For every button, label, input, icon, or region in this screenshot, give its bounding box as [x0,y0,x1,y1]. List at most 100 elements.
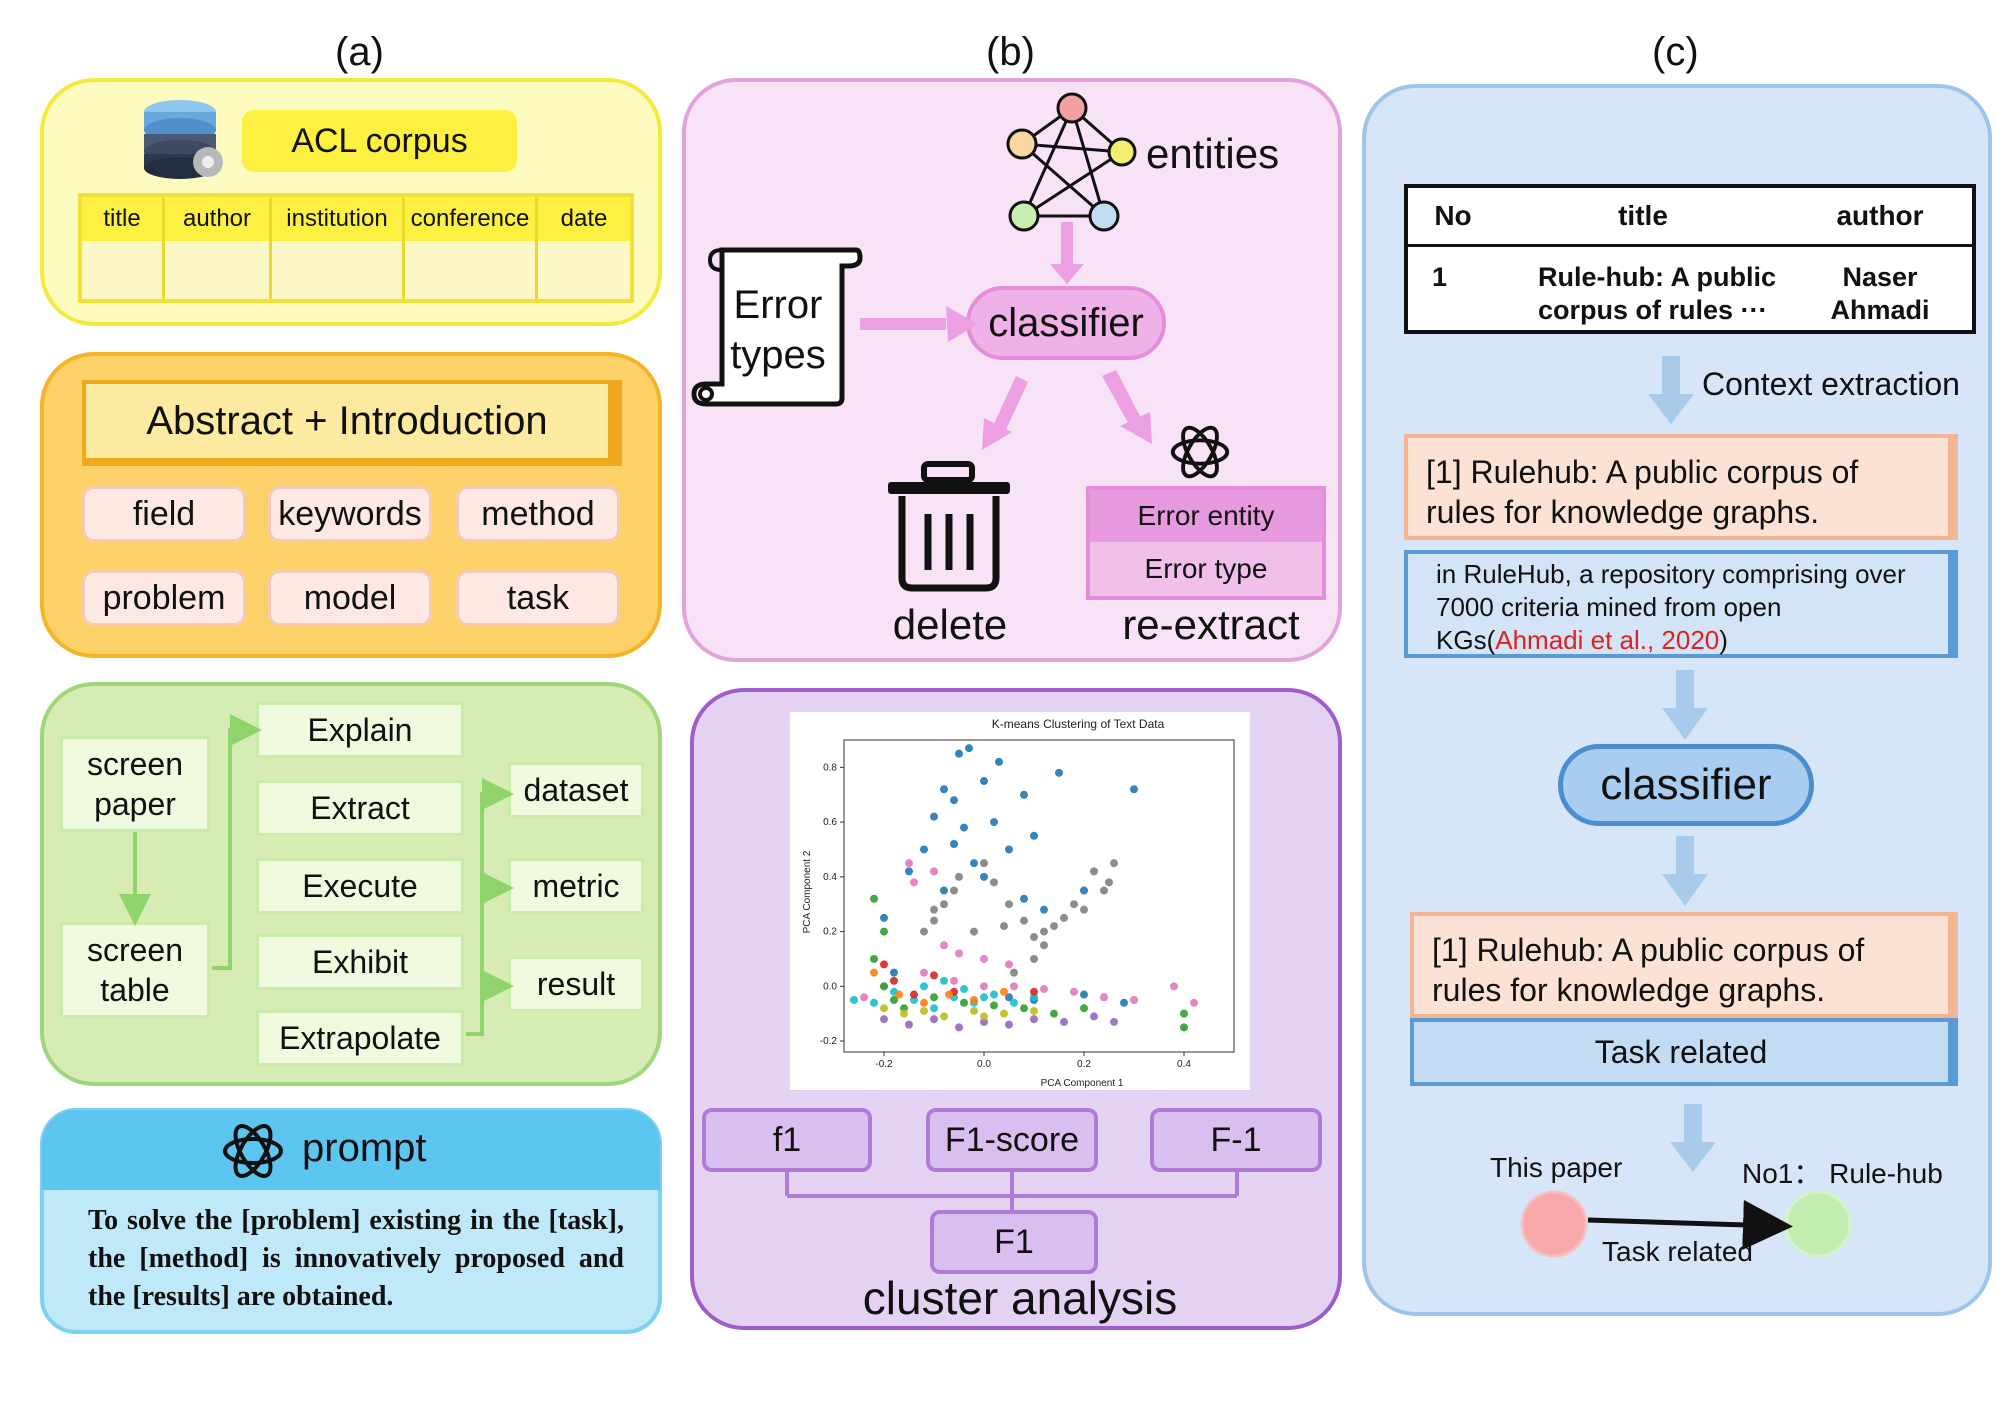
scatter-point-cluster-6 [970,1006,978,1015]
scatter-point-cluster-2 [1040,985,1048,994]
classifier-flow-arrows [860,222,1152,450]
scatter-point-cluster-4 [850,996,858,1004]
scatter-point-cluster-1 [1110,859,1118,868]
scatter-point-cluster-0 [955,749,963,758]
openai-logo-icon [223,1124,283,1178]
scatter-point-cluster-1 [1005,900,1013,909]
scatter-point-cluster-4 [1010,998,1018,1007]
error-types-scroll [691,247,863,407]
chip-task: task [456,570,620,626]
scatter-point-cluster-5 [880,1015,888,1024]
corpus-header-row: title author institution conference date [82,197,630,241]
scatter-point-cluster-4 [910,996,918,1004]
panel-c-label: (c) [1652,30,1699,74]
scatter-point-cluster-0 [1020,790,1028,799]
scatter-point-cluster-7 [910,990,918,999]
scatter-point-cluster-5 [1060,1017,1068,1026]
scatter-point-cluster-4 [960,985,968,994]
scatter-point-cluster-8 [895,990,903,999]
scatter-point-cluster-0 [965,744,973,753]
scatter-point-cluster-3 [1080,1004,1088,1013]
scatter-point-cluster-2 [930,867,938,876]
chip-model: model [268,570,432,626]
corpus-col-author: author [165,197,272,241]
scatter-point-cluster-1 [1070,900,1078,909]
scatter-point-cluster-4 [940,976,948,985]
scatter-point-cluster-3 [960,998,968,1007]
chip-keywords: keywords [268,486,432,542]
scatter-point-cluster-0 [1130,785,1138,794]
prompt-header [42,1110,660,1190]
panel-a-label: (a) [335,30,384,74]
scatter-point-cluster-4 [980,993,988,1002]
scatter-point-cluster-3 [880,927,888,936]
cell-author: Naser Ahmadi [1830,262,1930,325]
metric-variant-f1-score: F1-score [926,1108,1098,1172]
scatter-point-cluster-3 [1050,1009,1058,1018]
scatter-point-cluster-8 [1000,987,1008,996]
relation-edge [1587,1199,1793,1250]
scatter-point-cluster-1 [1020,916,1028,925]
corpus-col-institution: institution [272,197,405,241]
metric-variant-f1: f1 [702,1108,872,1172]
this-paper-label: This paper [1490,1152,1623,1183]
scatter-point-cluster-0 [1080,990,1088,999]
scatter-point-cluster-0 [1040,905,1048,914]
scatter-point-cluster-0 [970,859,978,868]
scatter-point-cluster-0 [940,785,948,794]
scatter-point-cluster-7 [880,960,888,969]
screening-flow-arrows [119,714,514,1036]
corpus-empty-row [82,241,630,299]
scatter-point-cluster-2 [1070,987,1078,996]
step-extract: Extract [256,780,464,836]
target-paper-label: No1： Rule-hub [1742,1158,1943,1189]
scatter-point-cluster-5 [1030,1015,1038,1024]
cell-title: Rule-hub: A public corpus of rules ··· [1538,262,1776,325]
scatter-point-cluster-2 [980,982,988,991]
prompt-text: To solve the [problem] existing in the [… [88,1205,624,1312]
scatter-point-cluster-1 [980,859,988,868]
scatter-point-cluster-6 [920,1006,928,1015]
scatter-point-cluster-1 [930,916,938,925]
scatter-point-cluster-1 [1080,905,1088,914]
scatter-point-cluster-4 [920,982,928,991]
scatter-point-cluster-1 [920,927,928,936]
step-execute: Execute [256,858,464,914]
scatter-point-cluster-0 [950,840,958,848]
context-citation-link[interactable]: Ahmadi et al., 2020 [1495,625,1720,655]
scatter-point-cluster-1 [1010,968,1018,977]
scatter-point-cluster-1 [950,886,958,895]
scatter-point-cluster-1 [990,878,998,887]
abstract-intro-title: Abstract + Introduction [82,380,622,466]
scatter-point-cluster-1 [1030,933,1038,942]
scatter-point-cluster-3 [870,954,878,963]
openai-logo-icon [1170,425,1230,479]
scatter-point-cluster-6 [1000,1009,1008,1018]
corpus-col-title: title [82,197,165,241]
edge-label: Task related [1602,1236,1753,1267]
scatter-point-cluster-0 [905,867,913,876]
scatter-point-cluster-6 [900,1009,908,1018]
panel-b-label: (b) [986,30,1035,74]
scatter-point-cluster-2 [1190,998,1198,1007]
scatter-point-cluster-4 [990,990,998,999]
scatter-point-cluster-7 [930,971,938,980]
prompt-title: prompt [302,1126,427,1170]
scatter-point-cluster-1 [970,927,978,936]
scatter-point-cluster-4 [930,1004,938,1013]
scatter-point-cluster-3 [1020,1004,1028,1013]
entities-label: entities [1146,130,1280,177]
step-explain: Explain [256,702,464,758]
scatter-point-cluster-7 [1030,987,1038,996]
scatter-point-cluster-1 [1060,913,1068,922]
scatter-point-cluster-6 [940,1012,948,1021]
y-tick-label: 0.4 [823,872,837,883]
step-extrapolate: Extrapolate [256,1010,464,1066]
output-result: result [508,956,644,1012]
scatter-point-cluster-2 [920,968,928,977]
scatter-point-cluster-1 [1000,922,1008,931]
screen-paper-box: screen paper [60,736,210,832]
output-metric: metric [508,858,644,914]
y-tick-label: 0.2 [823,927,837,938]
context-extraction-label: Context extraction [1702,366,1960,402]
